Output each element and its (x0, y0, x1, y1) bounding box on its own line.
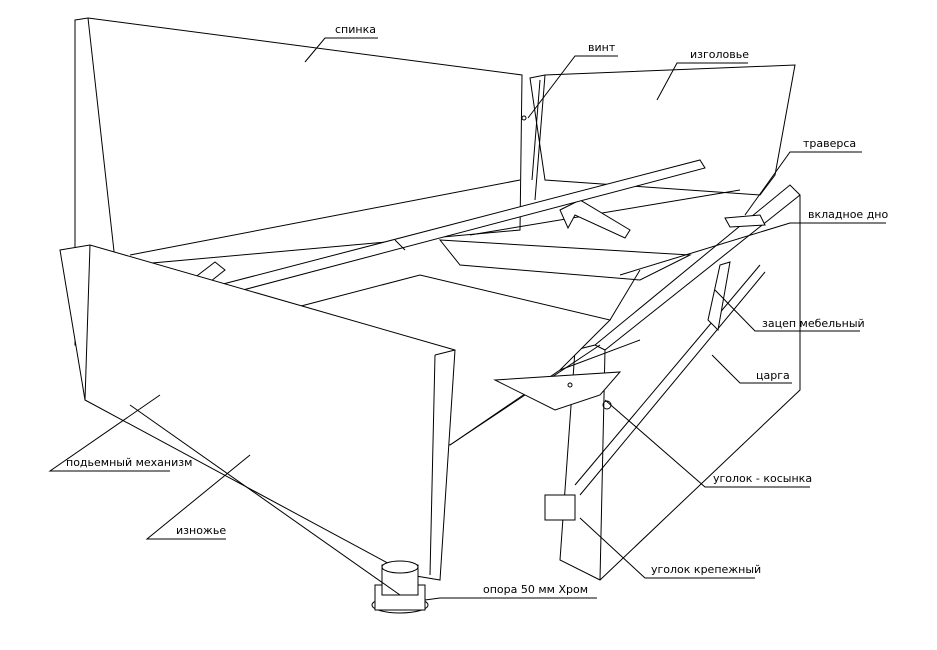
label-backrest: спинка (335, 23, 376, 36)
label-screw: винт (588, 41, 616, 54)
furniture-hook (707, 261, 731, 332)
label-furniture-hook: зацеп мебельный (762, 317, 865, 330)
label-insert-bottom: вкладное дно (808, 208, 889, 221)
leader-lines (48, 37, 886, 601)
label-side-rail: царга (756, 369, 790, 382)
label-mounting-corner: уголок крепежный (651, 563, 762, 576)
label-gusset: уголок - косынка (713, 472, 813, 485)
footboard (59, 244, 456, 581)
label-headboard: изголовье (690, 48, 750, 61)
label-footboard: изножье (176, 524, 227, 537)
label-leg: опора 50 мм Хром (483, 583, 589, 596)
gusset-corner (493, 371, 622, 411)
headboard-panel (529, 64, 796, 201)
side-rail (559, 184, 801, 581)
screw (521, 115, 527, 121)
mounting-corner (544, 494, 576, 521)
label-lift-mechanism: подьемный механизм (66, 456, 193, 469)
label-traverse: траверса (803, 137, 857, 150)
leg-support (371, 560, 429, 614)
